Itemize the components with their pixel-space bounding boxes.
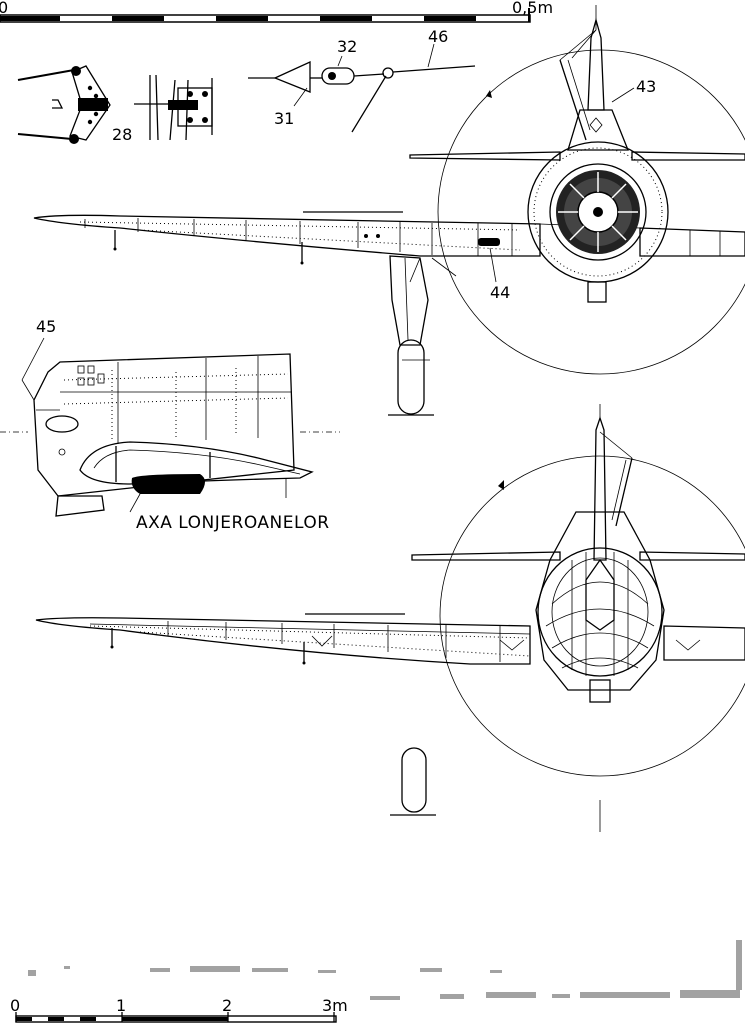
top-scale-zero-label: 0 — [0, 0, 8, 17]
callout-43: 43 — [636, 77, 656, 96]
callout-28: 28 — [112, 125, 132, 144]
top-scale-bar: 0 0,5m — [0, 0, 553, 23]
spar-axis-label: AXA LONJEROANELOR — [136, 513, 330, 533]
bottom-scale-tick-0: 0 — [10, 996, 20, 1015]
callout-32: 32 — [337, 37, 357, 56]
bottom-scale-tick-1: 1 — [116, 996, 126, 1015]
top-scale-max-label: 0,5m — [512, 0, 553, 17]
callout-31: 31 — [274, 109, 294, 128]
lower-wing-view — [35, 404, 745, 832]
callout-46: 46 — [428, 27, 448, 46]
bottom-scale-tick-2: 2 — [222, 996, 232, 1015]
bottom-scale-bar: 0 1 2 3m — [10, 996, 348, 1023]
detail-45-fuselage-section: 45 AXA LONJEROANELOR — [0, 317, 340, 533]
detail-antenna-fittings: 31 32 46 — [248, 27, 476, 133]
detail-28-hinge-fittings: 28 — [17, 65, 213, 144]
callout-44: 44 — [490, 283, 510, 302]
callout-45: 45 — [36, 317, 56, 336]
bottom-scale-tick-3: 3m — [322, 996, 348, 1015]
upper-wing-view: 43 44 — [33, 5, 745, 416]
scan-noise — [28, 940, 742, 1000]
